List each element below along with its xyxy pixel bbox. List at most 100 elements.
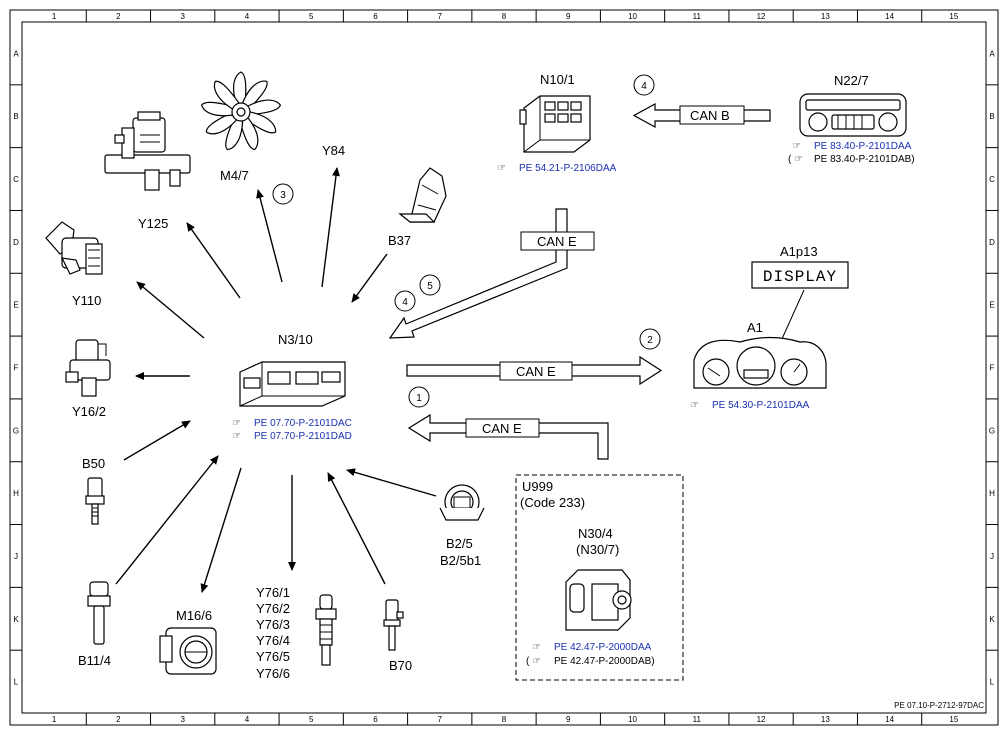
grid-row-left: K	[13, 615, 19, 624]
arrow-from-b11-4	[115, 455, 219, 585]
grid-column-bottom: 8	[502, 715, 507, 724]
b2-5b1-label: B2/5b1	[440, 553, 481, 568]
b50-label: B50	[82, 456, 105, 471]
u999-code: (Code 233)	[520, 495, 585, 510]
grid-row-right: A	[989, 49, 995, 58]
b2-5-sensor: B2/5 B2/5b1	[439, 484, 485, 568]
y76-label-4: Y76/4	[256, 633, 290, 648]
grid-column-top: 10	[628, 12, 637, 21]
arrow-to-y84	[321, 167, 340, 288]
callout-numbers: 1 2 3 4 4 5	[272, 74, 661, 408]
ecu-ref-2: PE 07.70-P-2101DAD	[254, 431, 352, 442]
y16-2-valve: Y16/2	[65, 339, 111, 419]
b50-sensor: B50	[82, 456, 105, 525]
ecu-label: N3/10	[278, 332, 313, 347]
grid-column-top: 13	[821, 12, 830, 21]
grid-column-bottom: 12	[757, 715, 766, 724]
outer-frame	[9, 9, 999, 726]
grid-column-bottom: 14	[885, 715, 894, 724]
ref-icon: ☞	[232, 418, 241, 429]
display-text: DISPLAY	[763, 268, 837, 286]
injector-icon	[315, 594, 337, 666]
control-panel-icon	[799, 93, 907, 137]
footer-code: PE 07.10-P-2712-97DAC	[894, 701, 984, 710]
valve-icon	[65, 339, 111, 397]
callout-3: 3	[280, 190, 286, 201]
grid-column-bottom: 13	[821, 715, 830, 724]
y76-label-6: Y76/6	[256, 666, 290, 681]
ecu-ref-1: PE 07.70-P-2101DAC	[254, 418, 352, 429]
u999-ref2-open: (	[526, 656, 530, 667]
fan-m4-7: M4/7	[200, 71, 282, 183]
b37-pedal: B37	[388, 167, 447, 248]
callout-4-canb: 4	[641, 81, 647, 92]
ref-icon: ☞	[232, 431, 241, 442]
b2-5-label: B2/5	[446, 536, 473, 551]
grid-column-bottom: 15	[949, 715, 958, 724]
grid-row-left: A	[13, 49, 19, 58]
module-icon	[519, 95, 591, 153]
m16-6-label: M16/6	[176, 608, 212, 623]
b37-label: B37	[388, 233, 411, 248]
callout-2: 2	[647, 335, 653, 346]
n10-1-label: N10/1	[540, 72, 575, 87]
m4-7-label: M4/7	[220, 168, 249, 183]
grid-column-top: 7	[438, 12, 443, 21]
y125-label: Y125	[138, 216, 168, 231]
can-e-top-arrow	[388, 208, 568, 339]
grid-row-right: C	[989, 175, 995, 184]
grid-column-bottom: 1	[52, 715, 57, 724]
grid-column-top: 5	[309, 12, 314, 21]
n22-7-ref2-open: (	[788, 154, 792, 165]
u999-ref: PE 42.47-P-2000DAA	[554, 642, 652, 653]
fan-icon	[200, 71, 282, 151]
arrow-from-b37	[351, 253, 388, 303]
grid-column-top: 6	[373, 12, 378, 21]
ref-icon: ☞	[792, 141, 801, 152]
b11-4-label: B11/4	[78, 653, 111, 668]
grid-column-top: 8	[502, 12, 507, 21]
grid-row-left: J	[14, 552, 18, 561]
grid-column-top: 15	[949, 12, 958, 21]
sensor-icon	[383, 599, 404, 651]
n22-7-ref: PE 83.40-P-2101DAA	[814, 141, 912, 152]
y84-label: Y84	[322, 143, 345, 158]
grid-column-bottom: 11	[693, 715, 702, 724]
u999-label: U999	[522, 479, 553, 494]
a1p13-display: A1p13 DISPLAY	[751, 244, 849, 371]
grid-column-top: 2	[116, 12, 121, 21]
valve-icon	[104, 111, 191, 191]
grid-column-top: 11	[693, 12, 702, 21]
arrow-from-b2-5	[346, 468, 437, 497]
u999-ref2: PE 42.47-P-2000DAB)	[554, 656, 655, 667]
a1-ref: PE 54.30-P-2101DAA	[712, 400, 810, 411]
grid-row-right: E	[989, 301, 994, 310]
grid-column-bottom: 6	[373, 715, 378, 724]
grid-column-bottom: 4	[245, 715, 250, 724]
grid-row-right: K	[989, 615, 995, 624]
arrow-to-m4-7	[256, 189, 283, 283]
m16-6-throttle: M16/6	[159, 608, 217, 675]
grid-column-top: 14	[885, 12, 894, 21]
arrow-from-b50	[123, 420, 191, 461]
ref-icon: ☞	[690, 400, 699, 411]
arrow-to-y125	[186, 222, 241, 299]
grid-row-left: H	[13, 489, 19, 498]
y76-label-2: Y76/2	[256, 601, 290, 616]
arrow-to-y110	[136, 281, 205, 339]
a1-cluster: A1 ☞ PE 54.30-P-2101DAA	[690, 320, 827, 411]
y76-injectors: Y76/1 Y76/2 Y76/3 Y76/4 Y76/5 Y76/6	[256, 585, 337, 681]
grid-row-left: G	[13, 426, 19, 435]
y76-label-1: Y76/1	[256, 585, 290, 600]
b70-sensor: B70	[383, 599, 412, 673]
display-icon	[751, 261, 849, 289]
grid-column-top: 4	[245, 12, 250, 21]
n30-4-label: N30/4	[578, 526, 613, 541]
n22-7-label: N22/7	[834, 73, 869, 88]
grid-column-top: 1	[52, 12, 57, 21]
a1p13-label: A1p13	[780, 244, 818, 259]
grid-row-left: B	[13, 112, 18, 121]
throttle-icon	[159, 627, 217, 675]
a1-label: A1	[747, 320, 763, 335]
ref-icon: ☞	[497, 163, 506, 174]
